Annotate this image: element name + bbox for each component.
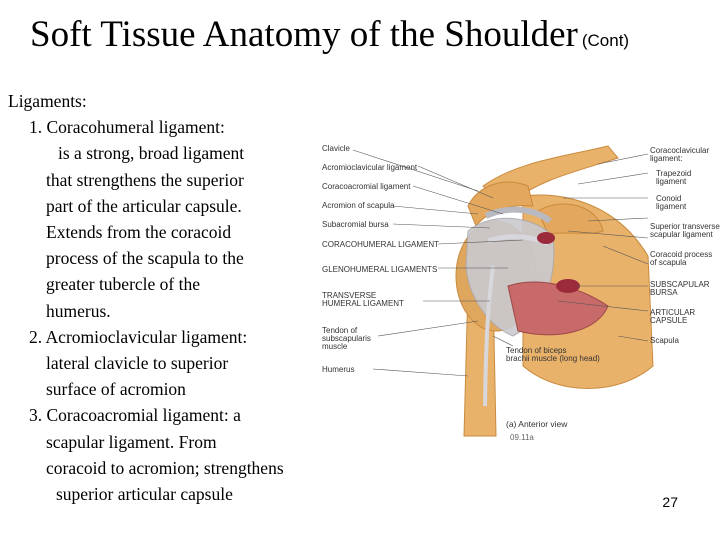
figure-code: 09.11a	[510, 433, 534, 442]
label-subscapular: SUBSCAPULAR	[650, 280, 710, 289]
right-leader-lines	[557, 153, 649, 342]
label-subscapularis: subscapularis	[322, 334, 371, 343]
label-transverse: TRANSVERSE	[322, 291, 377, 300]
list-item-line: coracoid to acromion; strengthens	[46, 457, 284, 478]
list-item-label: 3. Coracoacromial ligament: a	[29, 405, 241, 426]
list-item-line: is a strong, broad ligament	[58, 143, 245, 164]
acromion-shape	[467, 181, 534, 227]
page-number: 27	[662, 494, 678, 510]
list-item-label: 2. Acromioclavicular ligament:	[29, 326, 248, 347]
coracoid-shape	[537, 203, 604, 235]
slide-title-text: Soft Tissue Anatomy of the Shoulder	[30, 14, 578, 55]
label-biceps-long-head: brachii muscle (long head)	[506, 354, 600, 363]
scapula-shape	[522, 194, 654, 389]
list-item-line: scapular ligament. From	[46, 431, 217, 452]
label-clavicle: Clavicle	[322, 144, 351, 153]
label-bursa: BURSA	[650, 288, 678, 297]
label-scapula: Scapula	[650, 336, 679, 345]
label-humeral-ligament: HUMERAL LIGAMENT	[322, 299, 404, 308]
label-tendon-of: Tendon of	[322, 326, 358, 335]
label-tendon-of-biceps: Tendon of biceps	[506, 346, 567, 355]
list-item-line: superior articular capsule	[56, 484, 233, 505]
label-coracoid-process: Coracoid process	[650, 250, 713, 259]
subscapularis-shape	[507, 281, 609, 336]
label-glenohumeral-ligaments: GLENOHUMERAL LIGAMENTS	[322, 265, 438, 274]
list-item-label: 1. Coracohumeral ligament:	[29, 117, 225, 138]
label-humerus: Humerus	[322, 365, 355, 374]
label-ligament-colon: ligament:	[650, 154, 683, 163]
bursa-shape	[556, 279, 580, 293]
label-articular: ARTICULAR	[650, 308, 696, 317]
bursa-shape-2	[537, 232, 555, 244]
list-item-line: humerus.	[46, 300, 111, 321]
biceps-tendon-shape	[483, 265, 495, 407]
coracoacromial-band	[484, 206, 552, 224]
label-acromioclavicular-ligament: Acromioclavicular ligament	[322, 163, 418, 172]
label-trapezoid: Trapezoid	[656, 169, 692, 178]
label-trapezoid-ligament: ligament	[656, 177, 687, 186]
bottom-leader-line	[492, 335, 514, 347]
list-item-line: process of the scapula to the	[46, 248, 244, 269]
slide-title-suffix: (Cont)	[581, 31, 630, 50]
ligaments-heading: Ligaments:	[8, 91, 87, 111]
shoulder-anatomy-figure: Clavicle Acromioclavicular ligament Cora…	[318, 136, 720, 446]
label-subacromial-bursa: Subacromial bursa	[322, 220, 389, 229]
ligament-list: Ligaments: 1. Coracohumeral ligament: is…	[8, 88, 338, 507]
label-superior-transverse: Superior transverse	[650, 222, 720, 231]
label-capsule: CAPSULE	[650, 316, 688, 325]
list-item-line: lateral clavicle to superior	[46, 353, 229, 374]
list-item-line: part of the articular capsule.	[46, 195, 242, 216]
label-scapular-ligament: scapular ligament	[650, 230, 713, 239]
list-item-line: greater tubercle of the	[46, 274, 201, 295]
left-leader-lines	[352, 149, 524, 377]
label-coracohumeral-ligament: CORACOHUMERAL LIGAMENT	[322, 240, 440, 249]
label-acromion: Acromion of scapula	[322, 201, 395, 210]
label-conoid: Conoid	[656, 194, 682, 203]
figure-caption: (a) Anterior view	[506, 419, 568, 429]
label-conoid-ligament: ligament	[656, 202, 687, 211]
list-item-line: that strengthens the superior	[46, 169, 244, 190]
label-of-scapula: of scapula	[650, 258, 687, 267]
shoulder-illustration	[352, 145, 654, 437]
label-muscle: muscle	[322, 342, 348, 351]
label-coracoclavicular: Coracoclavicular	[650, 146, 710, 155]
list-item-line: surface of acromion	[46, 379, 186, 400]
list-item-line: Extends from the coracoid	[46, 222, 232, 243]
slide-title: Soft Tissue Anatomy of the Shoulder(Cont…	[30, 12, 629, 64]
label-coracoacromial-ligament: Coracoacromial ligament	[322, 182, 411, 191]
